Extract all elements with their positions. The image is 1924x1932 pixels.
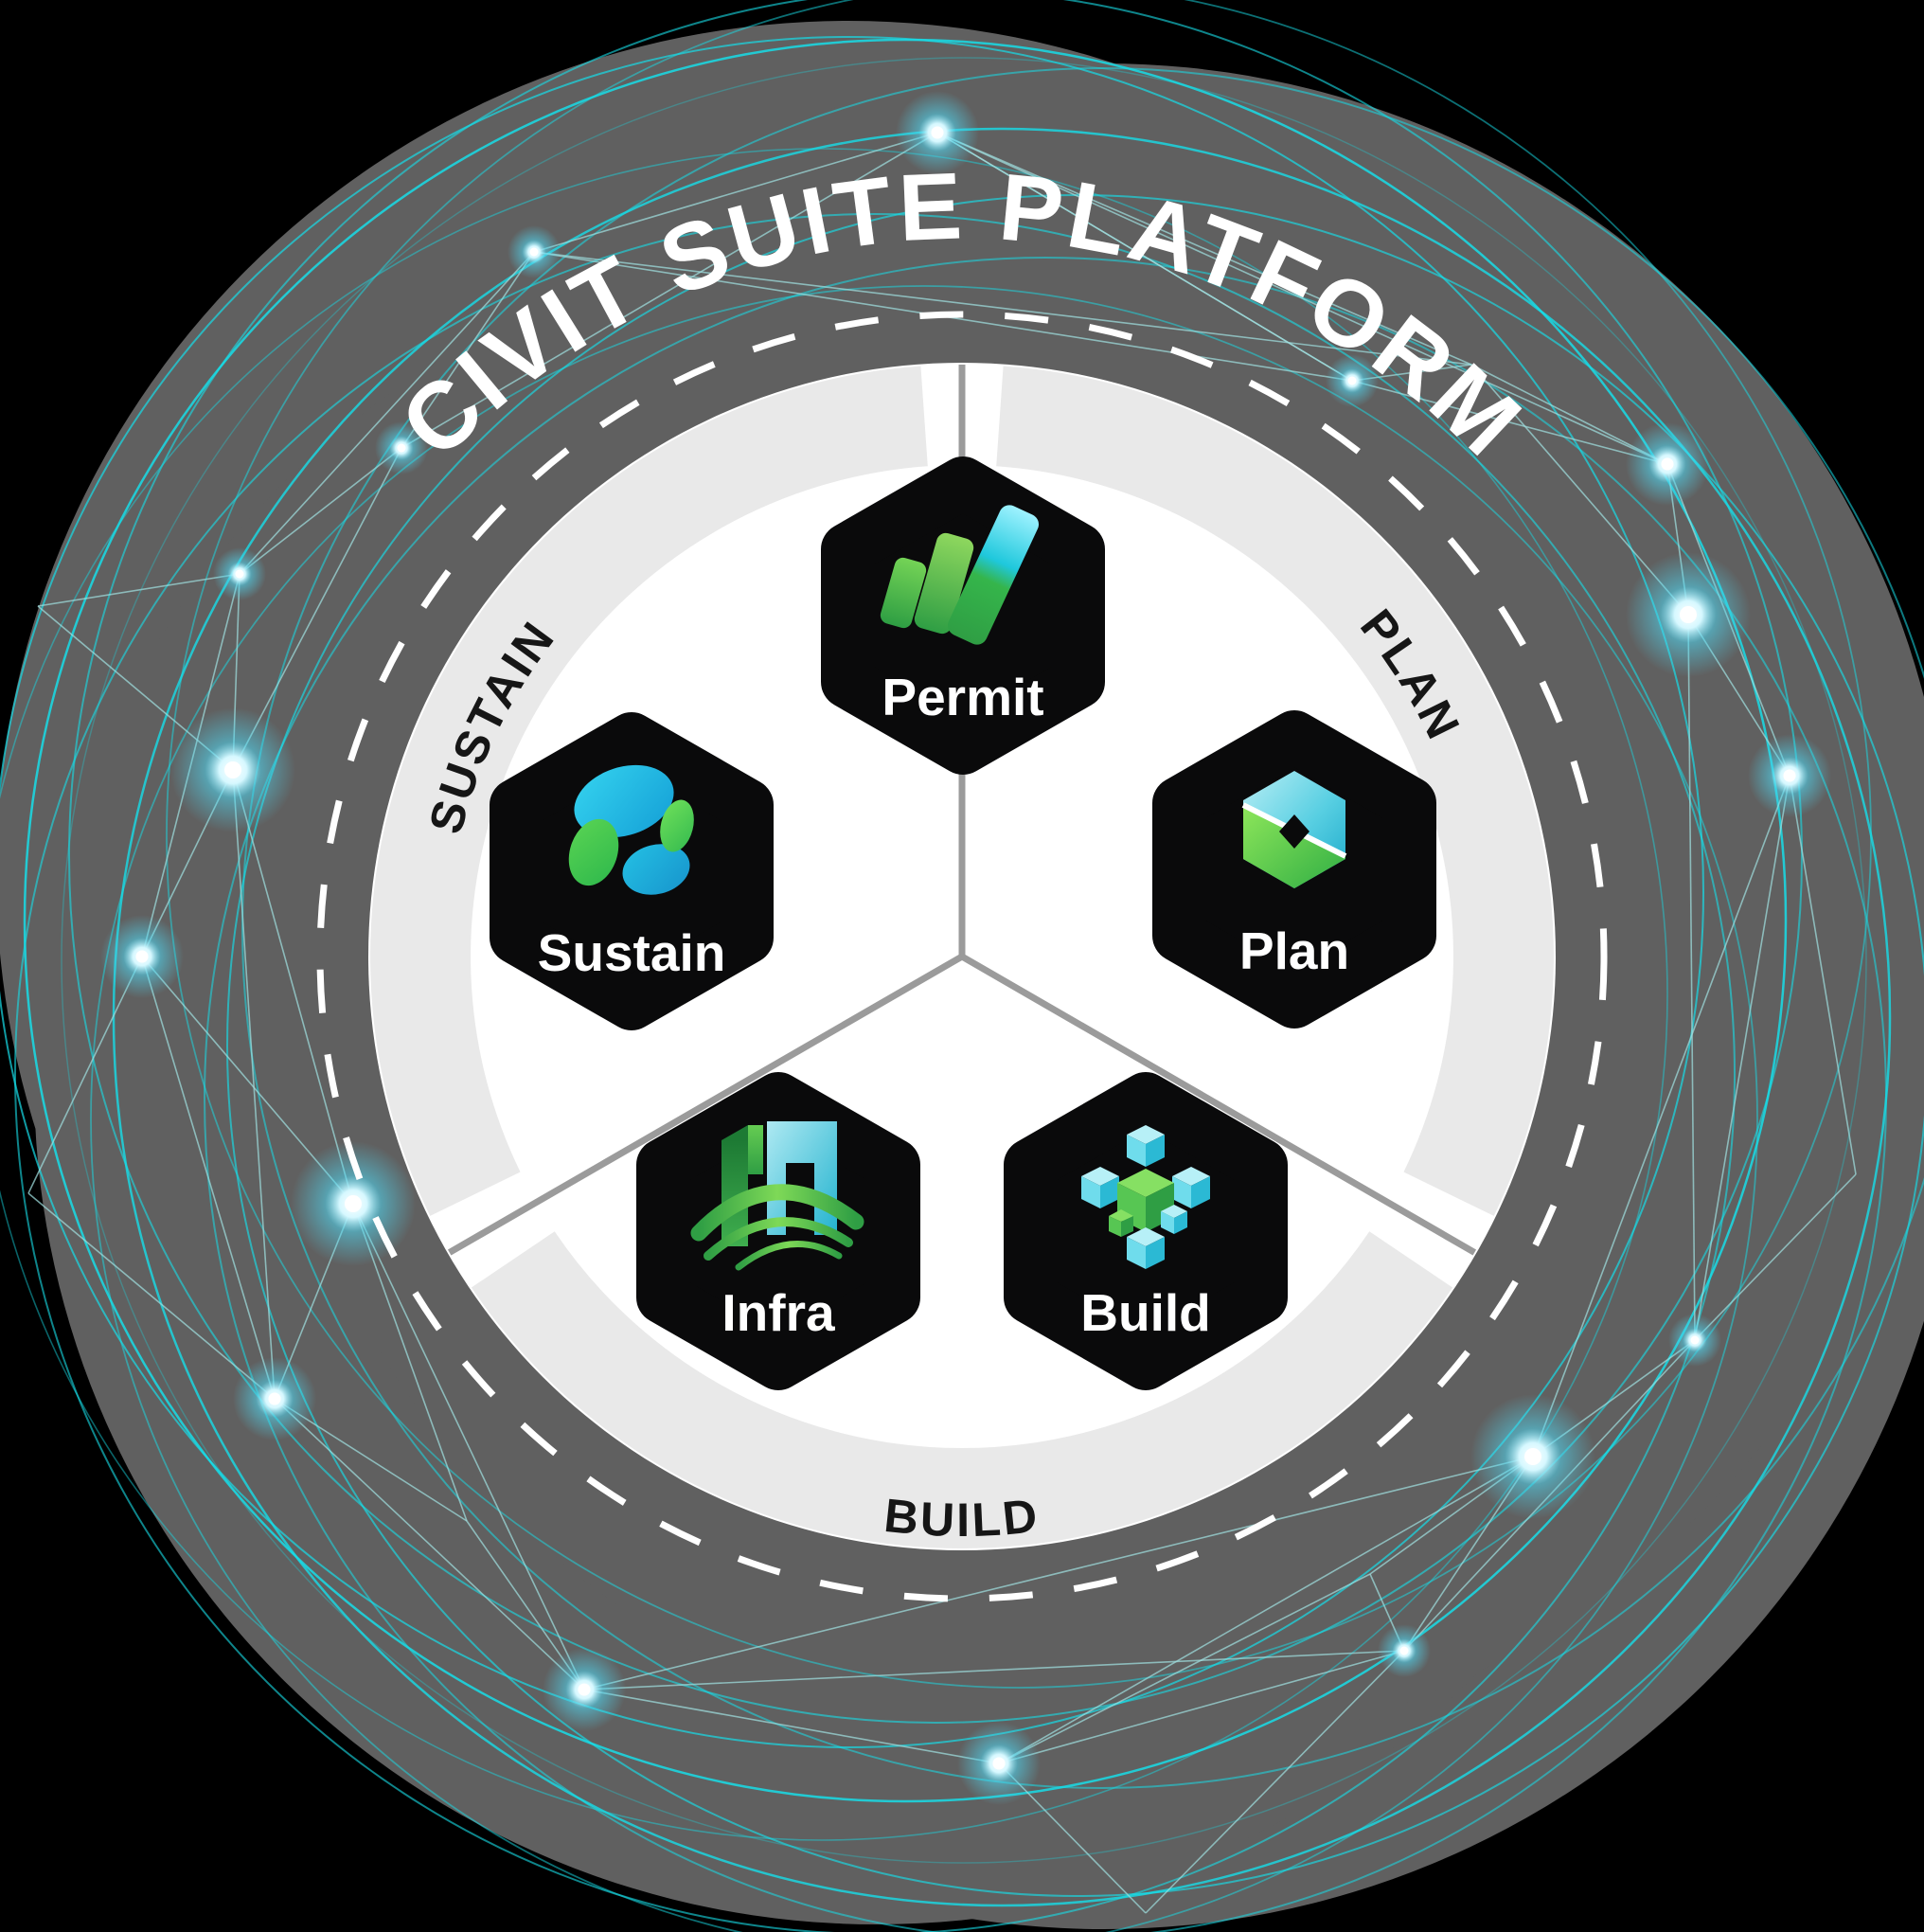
- module-hexagon-plan: Plan: [1152, 710, 1436, 1029]
- mesh-node-core: [529, 247, 539, 257]
- mesh-edge: [239, 251, 535, 575]
- mesh-node-core: [1661, 457, 1674, 471]
- infra-bridge-icon: [690, 1121, 864, 1271]
- mesh-edge: [232, 769, 276, 1400]
- module-label: Infra: [722, 1283, 835, 1342]
- orbit-arc: [61, 57, 1867, 1864]
- mesh-node-core: [397, 443, 406, 453]
- mesh-node-core: [224, 761, 241, 778]
- orbit-arc: [166, 0, 1872, 1689]
- mesh-edge: [27, 1192, 276, 1400]
- mesh-node-core: [931, 126, 944, 139]
- mesh-edge: [533, 251, 1472, 366]
- segment-arc-plan: [996, 366, 1554, 1216]
- segment-ring: [370, 366, 1554, 1548]
- module-label: Build: [1080, 1283, 1210, 1342]
- mesh-edge: [583, 1650, 1405, 1690]
- module-hexagon-build: Build: [1004, 1072, 1288, 1390]
- svg-text:BUILD: BUILD: [882, 1489, 1042, 1547]
- mesh-edge: [352, 1203, 585, 1690]
- mesh-edge: [583, 1689, 1000, 1764]
- mesh-node-core: [578, 1683, 591, 1696]
- mesh-node-core: [1399, 1646, 1409, 1655]
- mesh-edge: [1351, 380, 1668, 465]
- mesh-edge: [1694, 775, 1790, 1341]
- plan-cube-icon: [1241, 771, 1347, 888]
- module-hexagon-permit: Permit: [821, 456, 1105, 775]
- mesh-node-core: [268, 1392, 281, 1405]
- mesh-edge: [1789, 775, 1857, 1175]
- mesh-edge: [583, 1456, 1534, 1690]
- segment-label-build: BUILD: [882, 1489, 1040, 1547]
- mesh-node-core: [1783, 769, 1796, 782]
- mesh-node-core: [1524, 1448, 1541, 1465]
- mesh-edge: [1687, 614, 1696, 1341]
- mesh-edge: [998, 1573, 1371, 1764]
- module-label: Permit: [882, 668, 1043, 726]
- sustain-orb-icon: [568, 764, 694, 895]
- mesh-edge: [401, 132, 938, 449]
- mesh-edge: [936, 132, 1353, 382]
- mesh-edge: [274, 1398, 585, 1690]
- mesh-node-core: [992, 1757, 1006, 1770]
- divider-lower-left: [447, 953, 964, 1256]
- network-mesh-layer: [27, 132, 1857, 1914]
- mesh-edge: [1694, 1173, 1857, 1341]
- mesh-edge: [239, 447, 402, 575]
- segment-arc-build: [471, 1231, 1453, 1548]
- mesh-node-core: [235, 569, 244, 579]
- mesh-edge: [27, 956, 143, 1194]
- module-hexagon-sustain: Sustain: [490, 712, 774, 1030]
- orbit-arc: [14, 213, 1736, 1932]
- module-label: Sustain: [538, 923, 726, 982]
- orbit-arc: [23, 38, 1788, 1803]
- network-nodes-layer: [100, 91, 1831, 1805]
- module-label: Plan: [1239, 921, 1349, 980]
- mesh-node-core: [135, 950, 149, 963]
- mesh-edge: [232, 769, 354, 1205]
- mesh-edge: [141, 956, 276, 1400]
- orbit-arc: [0, 148, 1668, 1841]
- mesh-edge: [533, 132, 938, 253]
- mesh-edge: [1532, 775, 1790, 1458]
- orbit-arc: [68, 0, 1803, 1724]
- mesh-edge: [936, 132, 1472, 366]
- mesh-edge: [936, 132, 1668, 465]
- mesh-edge: [998, 1456, 1534, 1764]
- mesh-edge: [37, 573, 240, 607]
- mesh-node-core: [1680, 606, 1697, 623]
- mesh-node-core: [345, 1195, 362, 1212]
- orbit-arc: [0, 36, 1704, 1748]
- orbit-arc: [226, 194, 1924, 1897]
- segment-arc-sustain: [370, 366, 928, 1216]
- permit-check-icon: [880, 505, 1040, 645]
- divider-lower-right: [960, 953, 1477, 1256]
- mesh-node-core: [1690, 1335, 1700, 1345]
- module-hexagon-infra: Infra: [636, 1072, 920, 1390]
- orbit-arc: [241, 67, 1924, 1789]
- orbit-arc: [90, 285, 1758, 1932]
- mesh-node-core: [1347, 376, 1357, 385]
- dashed-orbit-circle: [316, 311, 1608, 1602]
- orbit-arc: [204, 257, 1887, 1932]
- mesh-edge: [1145, 1650, 1405, 1914]
- mesh-edge: [401, 251, 535, 449]
- mesh-edge: [998, 1650, 1405, 1764]
- build-blocks-icon: [1081, 1125, 1210, 1269]
